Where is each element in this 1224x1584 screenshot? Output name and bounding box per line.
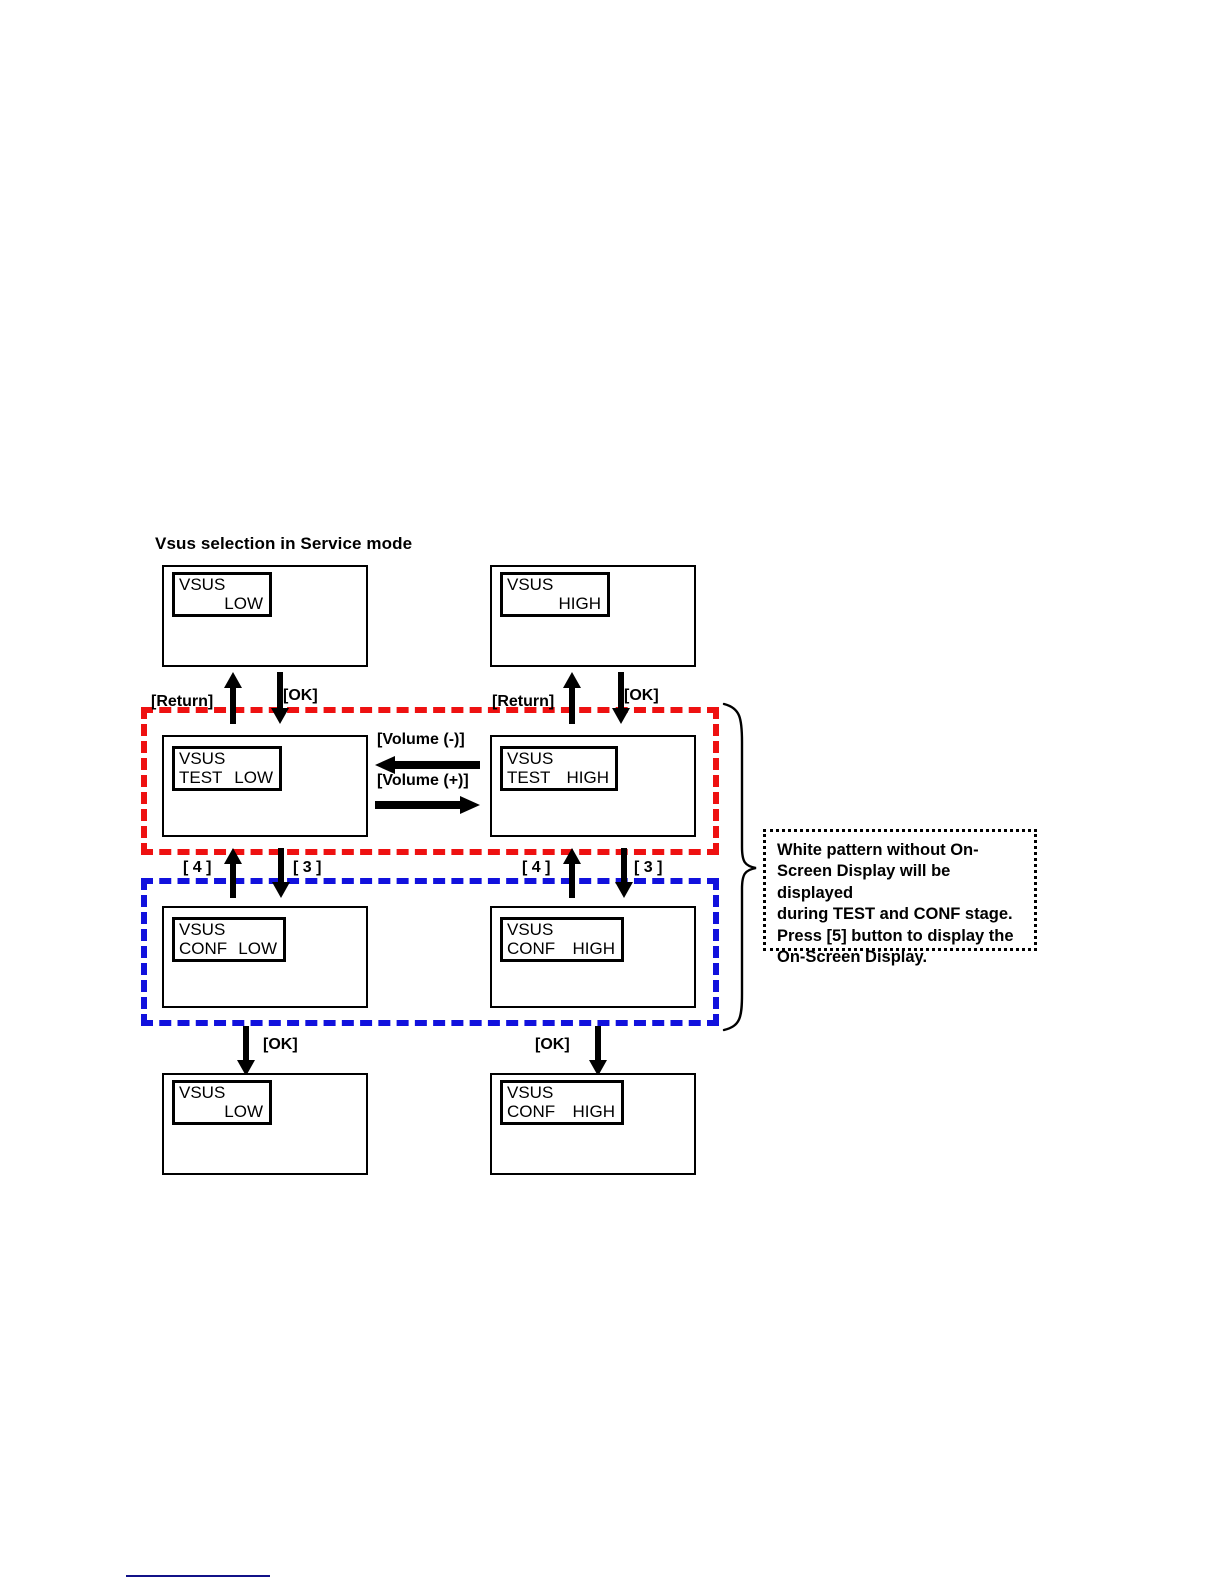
screen-test-low[interactable]: VSUS TEST LOW (162, 735, 368, 837)
osd-value-level: HIGH (558, 594, 602, 613)
osd-conf-high: VSUS CONF HIGH (500, 917, 624, 962)
footer-divider (126, 1575, 270, 1577)
screen-low-top[interactable]: VSUS LOW (162, 565, 368, 667)
label-key3-right: [ 3 ] (634, 859, 663, 876)
osd-label-vsus: VSUS (179, 920, 226, 939)
osd-label-stage: CONF (507, 939, 556, 958)
arrow-down-ok-bottom-left (237, 1026, 255, 1076)
note-box: White pattern without On- Screen Display… (763, 829, 1037, 966)
arrow-down-ok-right (612, 672, 630, 724)
arrow-up-key4-left (224, 848, 242, 898)
osd-low-bottom: VSUS LOW (172, 1080, 272, 1125)
label-volume-minus: [Volume (-)] (377, 731, 465, 748)
osd-label-vsus: VSUS (179, 749, 226, 768)
label-ok-bottom-left: [OK] (263, 1036, 298, 1053)
osd-value-level: LOW (224, 594, 263, 613)
note-line-4: Press [5] button to display the (777, 926, 1014, 945)
note-line-2: Screen Display will be displayed (777, 862, 951, 902)
osd-conf-high-bottom: VSUS CONF HIGH (500, 1080, 624, 1125)
group-rect-conf-stage (141, 878, 719, 1026)
screen-high-top[interactable]: VSUS HIGH (490, 565, 696, 667)
arrow-down-key3-right (615, 848, 633, 898)
osd-value-level: HIGH (566, 768, 610, 787)
osd-label-stage: CONF (179, 939, 228, 958)
label-key4-right: [ 4 ] (522, 859, 551, 876)
screen-test-high[interactable]: VSUS TEST HIGH (490, 735, 696, 837)
arrow-up-key4-right (563, 848, 581, 898)
label-key4-left: [ 4 ] (183, 859, 212, 876)
page-title: Vsus selection in Service mode (155, 534, 413, 553)
screen-low-bottom[interactable]: VSUS LOW (162, 1073, 368, 1175)
osd-label-vsus: VSUS (507, 920, 554, 939)
note-line-5: On-Screen Display. (777, 948, 928, 967)
screen-conf-low[interactable]: VSUS CONF LOW (162, 906, 368, 1008)
arrow-down-ok-bottom-right (589, 1026, 607, 1076)
osd-test-low: VSUS TEST LOW (172, 746, 282, 791)
osd-label-stage: TEST (179, 768, 223, 787)
arrow-right-volume-plus (375, 796, 480, 814)
arrow-down-ok-left (271, 672, 289, 724)
osd-value-level: LOW (238, 939, 277, 958)
label-volume-plus: [Volume (+)] (377, 772, 469, 789)
osd-value-level: LOW (234, 768, 273, 787)
osd-label-vsus: VSUS (507, 749, 554, 768)
label-key3-left: [ 3 ] (293, 859, 322, 876)
label-ok-right-top: [OK] (624, 687, 659, 704)
osd-low-top: VSUS LOW (172, 572, 272, 617)
osd-label-vsus: VSUS (507, 575, 554, 594)
label-ok-bottom-right: [OK] (535, 1036, 570, 1053)
osd-value-level: HIGH (572, 939, 616, 958)
curly-brace-icon (722, 702, 757, 1032)
osd-label-stage: TEST (507, 768, 551, 787)
osd-conf-low: VSUS CONF LOW (172, 917, 286, 962)
screen-conf-high[interactable]: VSUS CONF HIGH (490, 906, 696, 1008)
arrow-down-key3-left (272, 848, 290, 898)
arrow-up-return-right (563, 672, 581, 724)
osd-label-stage: CONF (507, 1102, 556, 1121)
osd-test-high: VSUS TEST HIGH (500, 746, 618, 791)
osd-label-vsus: VSUS (179, 575, 226, 594)
arrow-up-return-left (224, 672, 242, 724)
screen-conf-high-bottom[interactable]: VSUS CONF HIGH (490, 1073, 696, 1175)
label-return-left: [Return] (151, 693, 214, 710)
osd-value-level: LOW (224, 1102, 263, 1121)
label-return-right: [Return] (492, 693, 555, 710)
note-line-3: during TEST and CONF stage. (777, 905, 1013, 924)
osd-label-vsus: VSUS (507, 1083, 554, 1102)
note-line-1: White pattern without On- (777, 841, 979, 859)
osd-label-vsus: VSUS (179, 1083, 226, 1102)
osd-value-level: HIGH (572, 1102, 616, 1121)
label-ok-left-top: [OK] (283, 687, 318, 704)
arrow-left-volume-minus (375, 756, 480, 774)
osd-high-top: VSUS HIGH (500, 572, 610, 617)
group-rect-test-stage (141, 707, 719, 855)
